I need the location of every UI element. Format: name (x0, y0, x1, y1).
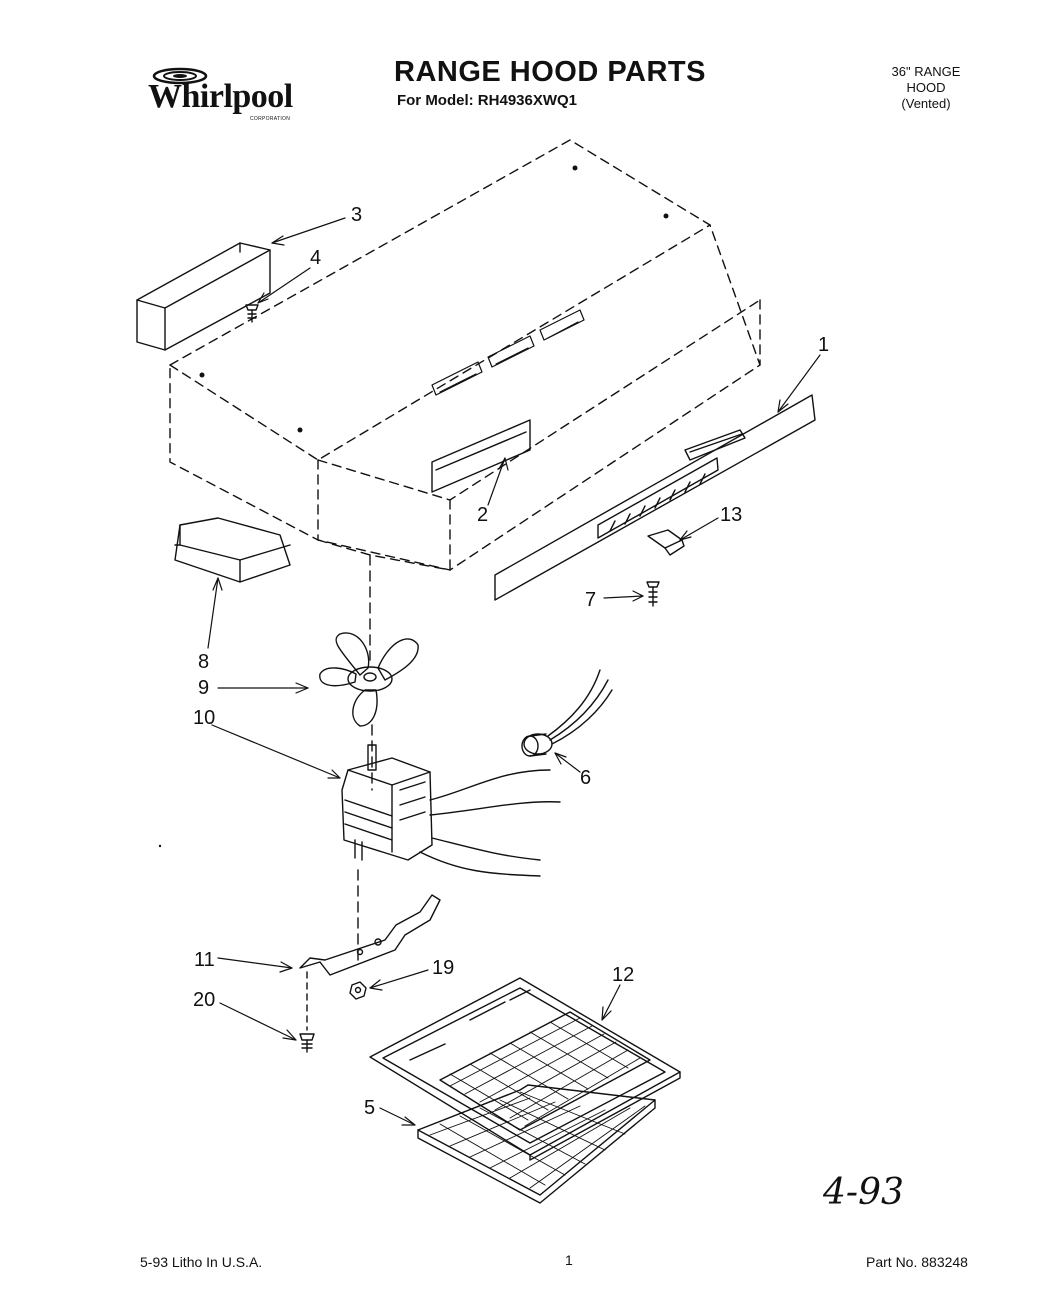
handwritten-date-note: 4-93 (823, 1172, 904, 1213)
clip-part-13 (647, 529, 685, 556)
hood-body (169, 139, 761, 571)
fan-blade-part-9 (319, 632, 419, 727)
duct-connector-part-3 (136, 242, 271, 351)
brand-wordmark: Whirlpool (148, 78, 293, 115)
charcoal-filter-part-5 (417, 1084, 656, 1204)
callout-8: 8 (198, 651, 210, 673)
hood-type-line: (Vented) (901, 96, 951, 111)
logo-swirl-icon (152, 67, 208, 85)
footer-page-number: 1 (565, 1252, 573, 1268)
hood-type-label: 36" RANGE HOOD (Vented) (880, 64, 972, 112)
callout-2: 2 (477, 504, 489, 526)
callout-4: 4 (310, 247, 322, 269)
nut-part-19 (349, 981, 367, 1000)
model-subtitle: For Model: RH4936XWQ1 (396, 92, 578, 109)
junction-box-part-8 (174, 517, 291, 583)
brand-corporation: CORPORATION (250, 116, 291, 122)
callout-13: 13 (720, 504, 743, 526)
callout-10: 10 (193, 707, 216, 729)
leader-lines (207, 217, 821, 1126)
hood-type-line: HOOD (906, 80, 946, 95)
screw-part-7 (646, 581, 660, 607)
motor-part-10 (341, 744, 561, 877)
mounting-bracket-part-11 (299, 894, 441, 976)
callout-19: 19 (432, 957, 455, 979)
callout-7: 7 (585, 589, 597, 611)
grease-filter-part-12 (369, 977, 681, 1161)
page-title: RANGE HOOD PARTS (394, 56, 706, 88)
whirlpool-logo (138, 62, 308, 124)
socket-part-6 (521, 669, 613, 757)
callout-11: 11 (194, 949, 215, 971)
callout-12: 12 (612, 964, 635, 986)
screw-part-20 (299, 971, 315, 1053)
callout-1: 1 (818, 334, 830, 356)
footer-litho: 5-93 Litho In U.S.A. (140, 1254, 263, 1270)
callout-3: 3 (351, 204, 363, 226)
callout-9: 9 (198, 677, 210, 699)
hood-vent-slots (431, 309, 585, 396)
callout-20: 20 (193, 989, 216, 1011)
panel-part-2 (431, 419, 531, 493)
control-strip-part-1 (494, 394, 816, 601)
callout-6: 6 (580, 767, 592, 789)
hood-type-line: 36" RANGE (891, 64, 961, 79)
footer-part-number: Part No. 883248 (866, 1254, 968, 1270)
screw-part-4 (245, 304, 259, 323)
callout-5: 5 (364, 1097, 376, 1119)
